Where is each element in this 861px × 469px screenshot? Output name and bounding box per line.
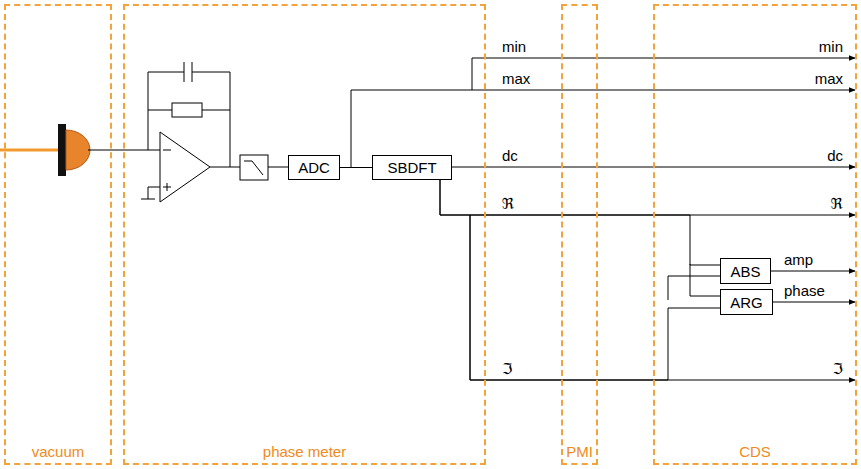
sbdft-box: SBDFT <box>372 155 452 180</box>
signal-wire <box>340 167 372 168</box>
signal-name: max <box>500 70 532 88</box>
pmi-region: PMI <box>561 4 598 465</box>
region-label: vacuum <box>6 443 110 460</box>
block-label: ADC <box>294 159 334 176</box>
signal-name: min <box>500 38 528 56</box>
signal-name: dc <box>500 147 520 165</box>
photodiode-base <box>58 124 66 176</box>
vacuum-region: vacuum <box>4 4 112 465</box>
arg-box: ARG <box>720 289 773 315</box>
signal-name: ℜ <box>500 195 516 213</box>
adc-box: ADC <box>288 155 340 180</box>
signal-name: dc <box>825 147 845 165</box>
photodiode-dome <box>66 130 90 170</box>
signal-name: min <box>817 38 845 56</box>
laser-beam <box>0 149 60 152</box>
signal-name: ℑ <box>831 360 845 378</box>
signal-name: ℑ <box>500 360 514 378</box>
signal-name: max <box>813 70 845 88</box>
block-label: ARG <box>726 294 767 311</box>
signal-name: phase <box>782 282 827 300</box>
signal-wire <box>440 180 720 380</box>
block-label: ABS <box>726 263 764 280</box>
lowpass-filter <box>240 155 288 180</box>
region-label: PMI <box>563 443 596 460</box>
region-label: phase meter <box>125 443 484 460</box>
output-wires <box>351 58 855 380</box>
phase-meter-region: phase meter ADC SBDFT <box>123 4 486 465</box>
region-label: CDS <box>655 443 855 460</box>
signal-name: amp <box>782 251 815 269</box>
signal-wire <box>440 180 720 265</box>
block-label: SBDFT <box>383 159 440 176</box>
signal-name: ℜ <box>829 195 845 213</box>
abs-box: ABS <box>720 258 771 284</box>
